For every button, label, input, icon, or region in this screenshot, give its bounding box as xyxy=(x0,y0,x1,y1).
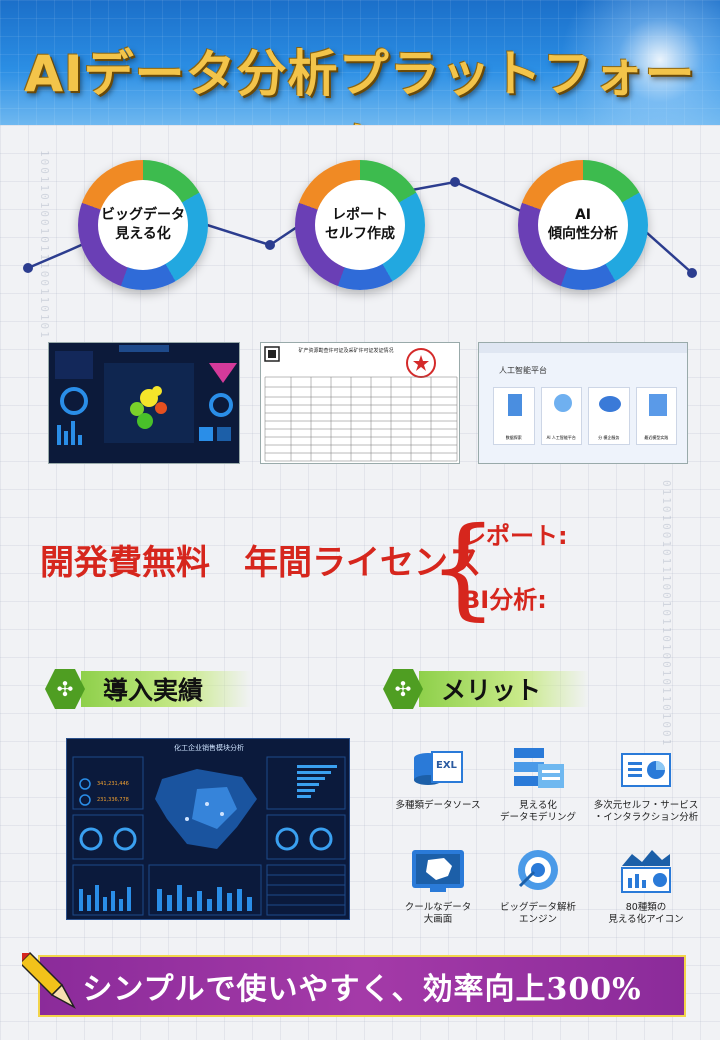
ai-platform-thumbnail: 人工智能平台 数据探索 AI 人工智能平台 分 模企服务 最近模型实践 xyxy=(478,342,688,464)
license-text: 開発費無料 年間ライセンス xyxy=(40,543,482,583)
dashboard-num1: 341,231,446 xyxy=(97,781,129,787)
report-sheet-thumbnail: 矿产资源勘查许可证及采矿许可证发证情况 xyxy=(260,342,460,464)
license-report: レポート: xyxy=(462,522,568,550)
merit-caption: クールなデータ大画面 xyxy=(404,902,472,926)
merit-caption: 多次元セルフ・サービス・インタラクション分析 xyxy=(593,800,699,824)
binary-decoration: 0110100101110010110100101101001 xyxy=(660,480,673,748)
excel-badge: EXL xyxy=(436,760,457,771)
merit-caption: 見える化データモデリング xyxy=(499,800,576,824)
database-excel-icon: EXL xyxy=(410,744,466,794)
platform-card: 数据探索 xyxy=(493,387,535,445)
merit-caption: ビッグデータ解析エンジン xyxy=(499,902,576,926)
page-title: AIデータ分析プラットフォーム xyxy=(24,45,696,125)
light-glow xyxy=(560,0,720,125)
dashboard-num2: 231,336,778 xyxy=(97,797,129,803)
fan-icon: ✣ xyxy=(45,669,85,709)
ring-ai: AI 傾向性分析 xyxy=(518,160,648,290)
engine-icon xyxy=(510,846,566,896)
ring-label-line1: AI xyxy=(574,207,592,224)
fan-icon: ✣ xyxy=(383,669,423,709)
ai-platform-title: 人工智能平台 xyxy=(499,366,547,375)
ring-bigdata: ビッグデータ 見える化 xyxy=(78,160,208,290)
ring-report: レポート セルフ作成 xyxy=(295,160,425,290)
merit-caption: 多種類データソース xyxy=(395,800,481,811)
ring-label-line1: レポート xyxy=(332,207,388,224)
section-banner-merits: ✣ メリット xyxy=(383,668,589,710)
section-title-merits: メリット xyxy=(419,671,589,707)
ring-label-line2: 傾向性分析 xyxy=(548,226,618,242)
platform-card: 分 模企服务 xyxy=(588,387,630,445)
map-screen-icon xyxy=(410,846,466,896)
dashboard-title: 化工企业销售模块分析 xyxy=(174,744,244,752)
slogan-text: シンプルで使いやすく、効率向上300% xyxy=(82,972,642,1007)
dashboard-thumbnail xyxy=(48,342,240,464)
header-banner: AIデータ分析プラットフォーム xyxy=(0,0,720,125)
window-bar xyxy=(479,343,687,353)
slogan-banner: シンプルで使いやすく、効率向上300% xyxy=(38,955,686,1017)
sheet-title: 矿产资源勘查许可证及采矿许可证发证情况 xyxy=(298,348,394,354)
license-bi: BI分析: xyxy=(462,586,547,614)
binary-decoration: 1001101001011100110101 xyxy=(38,150,51,340)
merit-datasource: EXL 多種類データソース xyxy=(378,744,498,812)
merit-caption: 80種類の見える化アイコン xyxy=(608,902,684,926)
chart-icons-icon xyxy=(618,846,674,896)
section-title-results: 導入実績 xyxy=(81,671,251,707)
section-banner-results: ✣ 導入実績 xyxy=(45,668,251,710)
ring-label-line1: ビッグデータ xyxy=(101,207,185,224)
merit-modeling: 見える化データモデリング xyxy=(478,744,598,825)
merit-engine: ビッグデータ解析エンジン xyxy=(478,846,598,927)
platform-card: 最近模型实践 xyxy=(635,387,677,445)
data-modeling-icon xyxy=(510,744,566,794)
ring-label-line2: セルフ作成 xyxy=(325,226,395,242)
merit-multidimension: 多次元セルフ・サービス・インタラクション分析 xyxy=(586,744,706,825)
ring-label-line2: 見える化 xyxy=(115,226,171,242)
case-dashboard: 化工企业销售模块分析 341,231,446 231,336,778 xyxy=(66,738,350,920)
platform-card: AI 人工智能平台 xyxy=(540,387,582,445)
merit-chart-icons: 80種類の見える化アイコン xyxy=(586,846,706,927)
merit-bigscreen: クールなデータ大画面 xyxy=(378,846,498,927)
brace-decoration: { xyxy=(428,503,498,631)
pie-report-icon xyxy=(618,744,674,794)
pencil-icon xyxy=(22,951,76,1009)
